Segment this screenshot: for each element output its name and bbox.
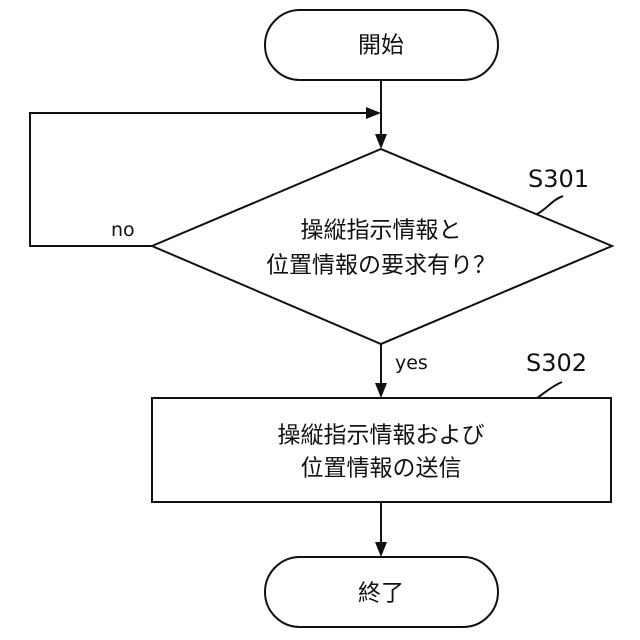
no-branch-label: no	[111, 219, 135, 241]
arrowhead-into-process	[375, 383, 387, 398]
arrowhead-into-decision	[375, 134, 387, 149]
start-label: 開始	[358, 33, 404, 59]
start-node: 開始	[265, 10, 498, 80]
process-label-line1: 操縦指示情報および	[278, 423, 485, 449]
decision-label-line1: 操縦指示情報と	[301, 218, 462, 244]
process-label-line2: 位置情報の送信	[301, 456, 462, 482]
arrowhead-into-end	[375, 542, 387, 557]
end-label: 終了	[358, 581, 404, 607]
process-node: 操縦指示情報および 位置情報の送信	[152, 398, 611, 502]
s301-leader-line	[537, 196, 563, 214]
end-node: 終了	[265, 557, 498, 627]
process-box-shape	[152, 398, 611, 502]
decision-label-line2: 位置情報の要求有り？	[266, 253, 496, 279]
s301-step-id: S301	[528, 165, 589, 193]
yes-branch-label: yes	[395, 352, 428, 374]
s302-step-id: S302	[526, 349, 587, 377]
arrowhead-loop-merge	[366, 107, 381, 119]
s302-leader-line	[537, 382, 562, 398]
